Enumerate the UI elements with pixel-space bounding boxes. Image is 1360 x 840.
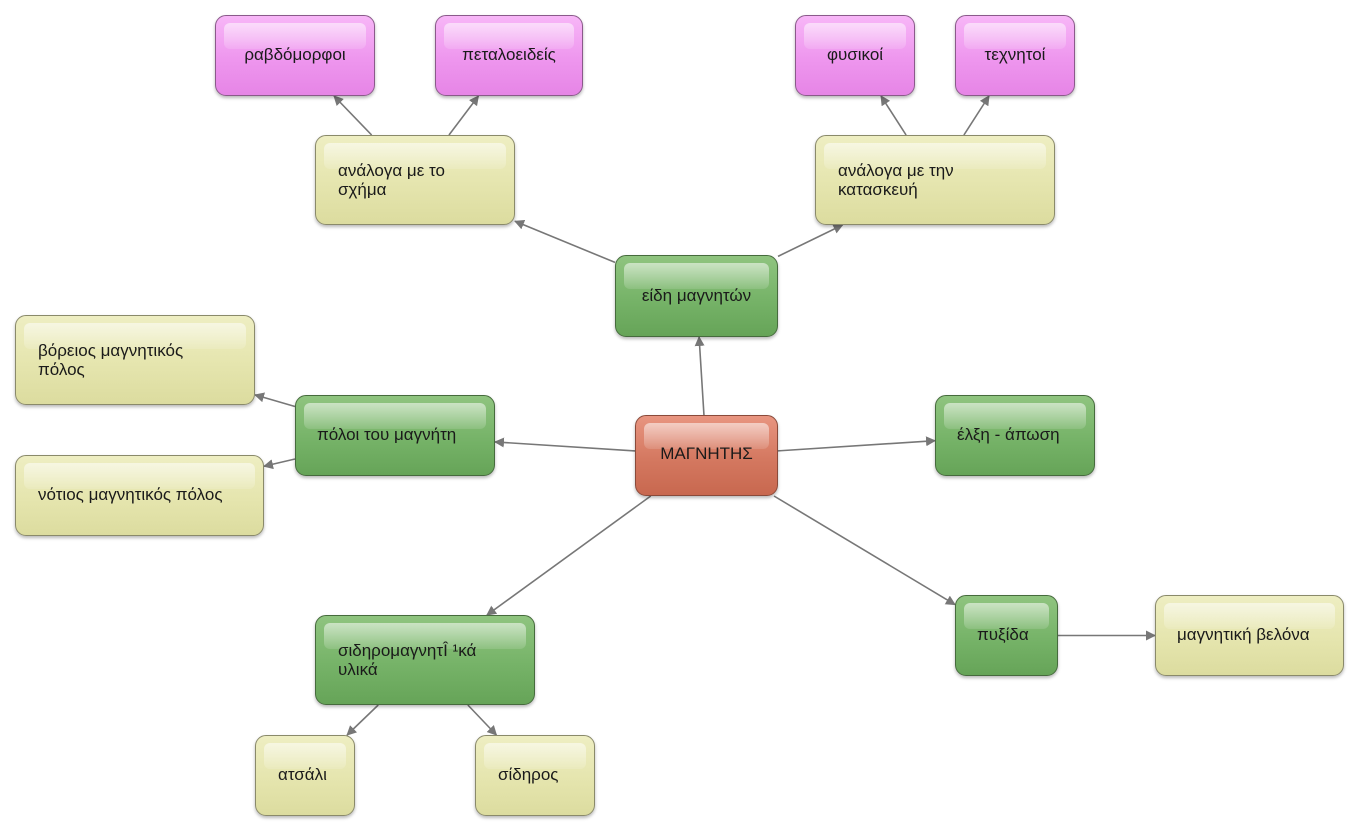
node-notios-polos-label: νότιος μαγνητικός πόλος [38,485,223,504]
node-elxi-aposi-label: έλξη - άπωση [957,425,1060,444]
node-sidiromagnitika-ylika[interactable]: σιδηρομαγνητÎ ¹κά υλικά [315,615,535,705]
edge-poloi-to-notios [263,458,296,470]
node-magnitis[interactable]: ΜΑΓΝΗΤΗΣ [635,415,778,496]
edge-magnitis-to-eidi [694,336,705,416]
node-ravdomorfoi[interactable]: ραβδόμορφοι [215,15,375,96]
edge-poloi-to-voreios [254,392,296,408]
edge-magnitis-to-elxi [777,436,936,452]
node-magnitis-label: ΜΑΓΝΗΤΗΣ [660,444,753,463]
node-petaloeideis[interactable]: πεταλοειδείς [435,15,583,96]
edge-sxima-to-petaloeideis [448,95,480,136]
node-poloi-magniti[interactable]: πόλοι του μαγνήτη [295,395,495,476]
node-pyxida-label: πυξίδα [977,625,1029,644]
node-sidiros[interactable]: σίδηρος [475,735,595,816]
node-ravdomorfoi-label: ραβδόμορφοι [244,45,346,64]
edge-eidi-to-sxima [514,220,616,264]
node-fysikoi[interactable]: φυσικοί [795,15,915,96]
edge-magnitis-to-sidiro [486,495,652,616]
node-texnitoi[interactable]: τεχνητοί [955,15,1075,96]
edge-kataskevi-to-fysikoi [880,95,907,136]
node-atsali[interactable]: ατσάλι [255,735,355,816]
node-pyxida[interactable]: πυξίδα [955,595,1058,676]
edge-magnitis-to-poloi [494,437,636,452]
edge-sidiro-to-sidiros [467,704,498,736]
node-sidiromagnitika-ylika-label: σιδηρομαγνητÎ ¹κά υλικά [338,641,477,679]
edge-magnitis-to-pyxida [773,495,956,606]
node-magnitiki-velona[interactable]: μαγνητική βελόνα [1155,595,1344,676]
node-fysikoi-label: φυσικοί [826,45,884,64]
node-analoga-kataskevi[interactable]: ανάλογα με την κατασκευή [815,135,1055,225]
node-analoga-kataskevi-label: ανάλογα με την κατασκευή [838,161,954,199]
node-petaloeideis-label: πεταλοειδείς [462,45,556,64]
node-eidi-magniton[interactable]: είδη μαγνητών [615,255,778,337]
edge-eidi-to-kataskevi [777,224,844,258]
node-atsali-label: ατσάλι [278,765,327,784]
node-analoga-sxima[interactable]: ανάλογα με το σχήμα [315,135,515,225]
node-notios-polos[interactable]: νότιος μαγνητικός πόλος [15,455,264,536]
node-elxi-aposi[interactable]: έλξη - άπωση [935,395,1095,476]
edge-sxima-to-ravdomorfoi [333,95,373,136]
node-voreios-polos[interactable]: βόρειος μαγνητικός πόλος [15,315,255,405]
node-poloi-magniti-label: πόλοι του μαγνήτη [317,425,457,444]
edge-kataskevi-to-texnitoi [963,95,990,136]
node-sidiros-label: σίδηρος [498,765,559,784]
edge-sidiro-to-atsali [346,704,379,736]
node-analoga-sxima-label: ανάλογα με το σχήμα [338,161,445,199]
node-eidi-magniton-label: είδη μαγνητών [641,286,752,305]
node-magnitiki-velona-label: μαγνητική βελόνα [1177,625,1310,644]
node-texnitoi-label: τεχνητοί [984,45,1046,64]
node-voreios-polos-label: βόρειος μαγνητικός πόλος [38,341,184,379]
